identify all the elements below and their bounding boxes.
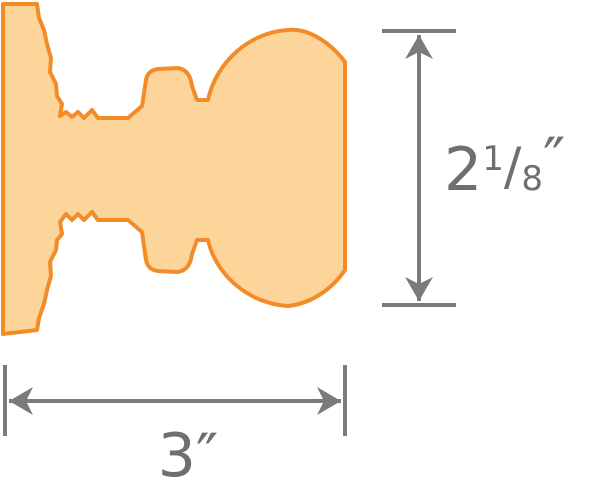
height-fraction-numerator: 1	[482, 139, 504, 179]
height-fraction-denominator: 8	[521, 159, 543, 199]
height-fraction-slash: /	[504, 137, 522, 197]
width-dimension: 3″	[3, 365, 347, 480]
molding-profile-shape	[1, 2, 347, 336]
height-label: 21/8″	[444, 125, 565, 205]
height-unit: ″	[543, 125, 565, 195]
height-whole: 2	[444, 135, 482, 205]
height-dimension: 21/8″	[382, 29, 565, 307]
width-label: 3″	[158, 421, 219, 480]
